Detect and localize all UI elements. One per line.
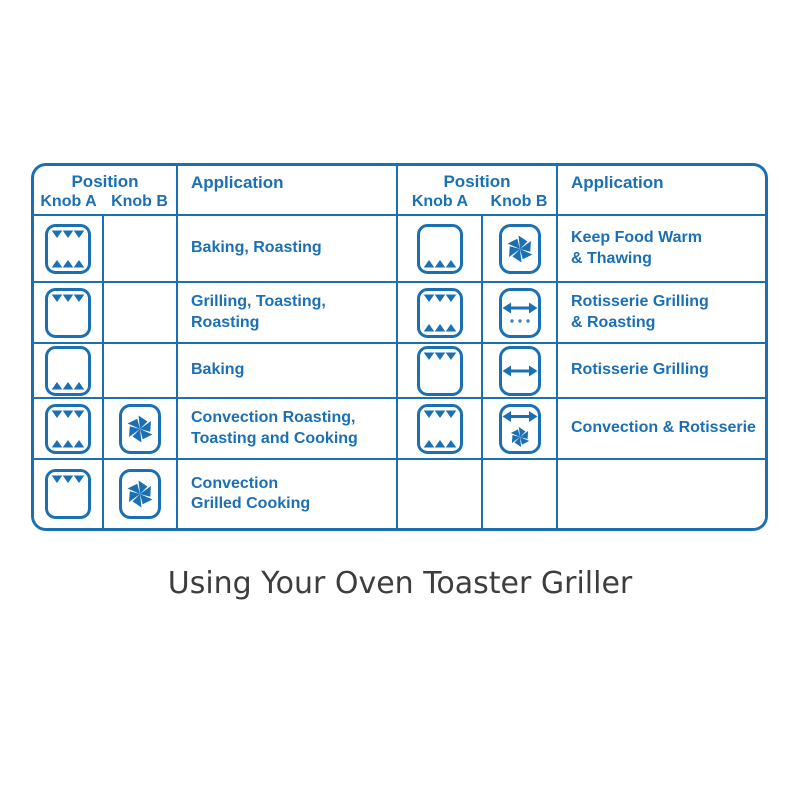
application-text: Keep Food Warm & Thawing	[571, 229, 702, 267]
application-text: Baking, Roasting	[191, 239, 322, 257]
rotisserie-dots-icon	[498, 287, 541, 338]
position-header: Position	[443, 172, 511, 191]
oven-top-element-icon	[416, 345, 463, 396]
knob-b-cell	[483, 344, 558, 399]
oven-top-bottom-elements-icon	[416, 287, 463, 338]
knob-a-cell	[398, 344, 483, 399]
oven-top-element-icon	[45, 469, 91, 519]
knob-labels-row: Knob A Knob B	[34, 193, 176, 211]
position-header-cell: Position Knob A Knob B	[398, 166, 558, 216]
knob-b-cell	[104, 283, 178, 344]
table-left-half: Position Knob A Knob B Application Bakin…	[34, 166, 396, 528]
application-text: Baking	[191, 361, 245, 379]
knob-a-cell	[34, 283, 104, 344]
knob-b-header: Knob B	[111, 193, 168, 210]
knob-b-cell	[104, 399, 178, 460]
knob-a-cell	[398, 283, 483, 344]
knob-b-cell	[483, 283, 558, 344]
knob-a-cell	[34, 399, 104, 460]
knob-b-header: Knob B	[490, 193, 548, 210]
application-cell: Rotisserie Grilling	[558, 344, 765, 399]
knob-b-cell	[104, 460, 178, 528]
application-text: Convection Roasting, Toasting and Cookin…	[191, 409, 358, 447]
application-cell: Convection & Rotisserie	[558, 399, 765, 460]
knob-b-cell	[483, 460, 558, 528]
rotisserie-icon	[498, 345, 541, 396]
application-cell: Rotisserie Grilling & Roasting	[558, 283, 765, 344]
knob-b-cell	[104, 216, 178, 283]
oven-bottom-element-icon	[45, 345, 91, 396]
application-header: Application	[178, 166, 396, 216]
knob-a-cell	[34, 460, 104, 528]
oven-settings-table: Position Knob A Knob B Application Bakin…	[31, 163, 768, 531]
oven-top-bottom-elements-icon	[416, 403, 463, 454]
rotisserie-fan-icon	[498, 403, 541, 454]
knob-labels-row: Knob A Knob B	[398, 193, 556, 211]
table-right-half: Position Knob A Knob B Application Keep …	[396, 166, 765, 528]
application-cell: Grilling, Toasting, Roasting	[178, 283, 396, 344]
knob-b-cell	[483, 399, 558, 460]
knob-a-cell	[398, 216, 483, 283]
position-header-cell: Position Knob A Knob B	[34, 166, 178, 216]
application-text: Grilling, Toasting, Roasting	[191, 293, 326, 331]
application-text: Rotisserie Grilling	[571, 361, 709, 379]
application-text: Rotisserie Grilling & Roasting	[571, 293, 709, 331]
page-title: Using Your Oven Toaster Griller	[167, 566, 633, 601]
convection-fan-icon	[119, 469, 161, 519]
knob-a-cell	[34, 344, 104, 399]
position-header: Position	[71, 172, 139, 191]
knob-a-header: Knob A	[40, 193, 97, 210]
knob-a-header: Knob A	[411, 193, 469, 210]
oven-top-element-icon	[45, 287, 91, 338]
knob-a-cell	[34, 216, 104, 283]
knob-b-cell	[483, 216, 558, 283]
knob-a-cell	[398, 399, 483, 460]
convection-fan-icon	[498, 223, 541, 274]
application-cell: Convection Grilled Cooking	[178, 460, 396, 528]
oven-top-bottom-elements-icon	[45, 403, 91, 454]
convection-fan-icon	[119, 403, 161, 454]
knob-a-cell	[398, 460, 483, 528]
knob-b-cell	[104, 344, 178, 399]
application-cell: Baking	[178, 344, 396, 399]
application-cell	[558, 460, 765, 528]
application-cell: Keep Food Warm & Thawing	[558, 216, 765, 283]
application-text: Convection & Rotisserie	[571, 419, 756, 437]
application-text: Convection Grilled Cooking	[191, 474, 311, 512]
application-cell: Convection Roasting, Toasting and Cookin…	[178, 399, 396, 460]
application-cell: Baking, Roasting	[178, 216, 396, 283]
oven-top-bottom-elements-icon	[45, 223, 91, 274]
oven-bottom-element-icon	[416, 223, 463, 274]
application-header: Application	[558, 166, 765, 216]
